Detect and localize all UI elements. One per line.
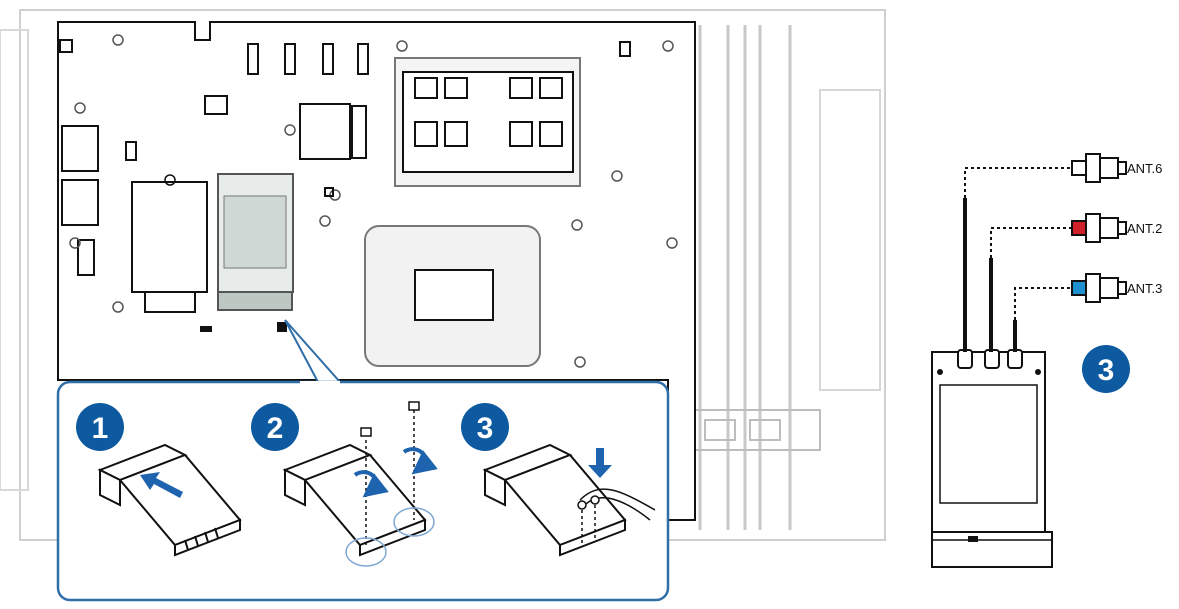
step-1: 1: [76, 403, 242, 557]
chassis-side: [0, 29, 29, 491]
antenna-label-ant6: ANT.6: [1127, 161, 1162, 176]
step-3-card: [482, 443, 627, 557]
antenna-label-ant2: ANT.2: [1127, 221, 1162, 236]
rotate-arrow-icon: [353, 470, 389, 498]
step-1-number: 1: [92, 412, 109, 445]
step-3-badge: [461, 403, 509, 451]
step-3-right-badge: [1082, 345, 1130, 393]
chassis-rail: [819, 89, 881, 391]
step-2-number: 2: [267, 412, 284, 445]
cpu-socket: [364, 225, 541, 367]
io-ports: [59, 39, 99, 276]
ram-slot: [394, 57, 581, 187]
step-2-card: [282, 443, 427, 557]
antenna-label-ant3: ANT.3: [1127, 281, 1162, 296]
headers: [125, 41, 631, 197]
antenna-connector-ant3: [1071, 273, 1127, 303]
wifi-card-slot: [200, 173, 294, 332]
chassis-rails: [698, 25, 792, 530]
step-2-badge: [251, 403, 299, 451]
antenna-connector-ant6: [1071, 153, 1127, 183]
insert-arrow-icon: [140, 472, 183, 498]
down-arrow-icon: [588, 448, 612, 478]
screw-icon: [360, 427, 372, 437]
antenna-cable: [579, 488, 656, 511]
chip: [299, 103, 351, 160]
step-3-right-number: 3: [1098, 354, 1115, 387]
step-2: 2: [251, 401, 438, 567]
step-3: 3: [461, 403, 656, 557]
rotate-arrow-icon: [402, 447, 438, 475]
ssd-slot: [131, 174, 208, 313]
antenna-connector-ant2: [1071, 213, 1127, 243]
motherboard: [0, 9, 886, 541]
step-3-number: 3: [477, 412, 494, 445]
screw-icon: [408, 401, 420, 411]
step-1-badge: [76, 403, 124, 451]
wifi-card-detail: ANT.6 ANT.2 ANT.3 3: [931, 153, 1162, 568]
wifi-card-connector: [931, 531, 1053, 568]
